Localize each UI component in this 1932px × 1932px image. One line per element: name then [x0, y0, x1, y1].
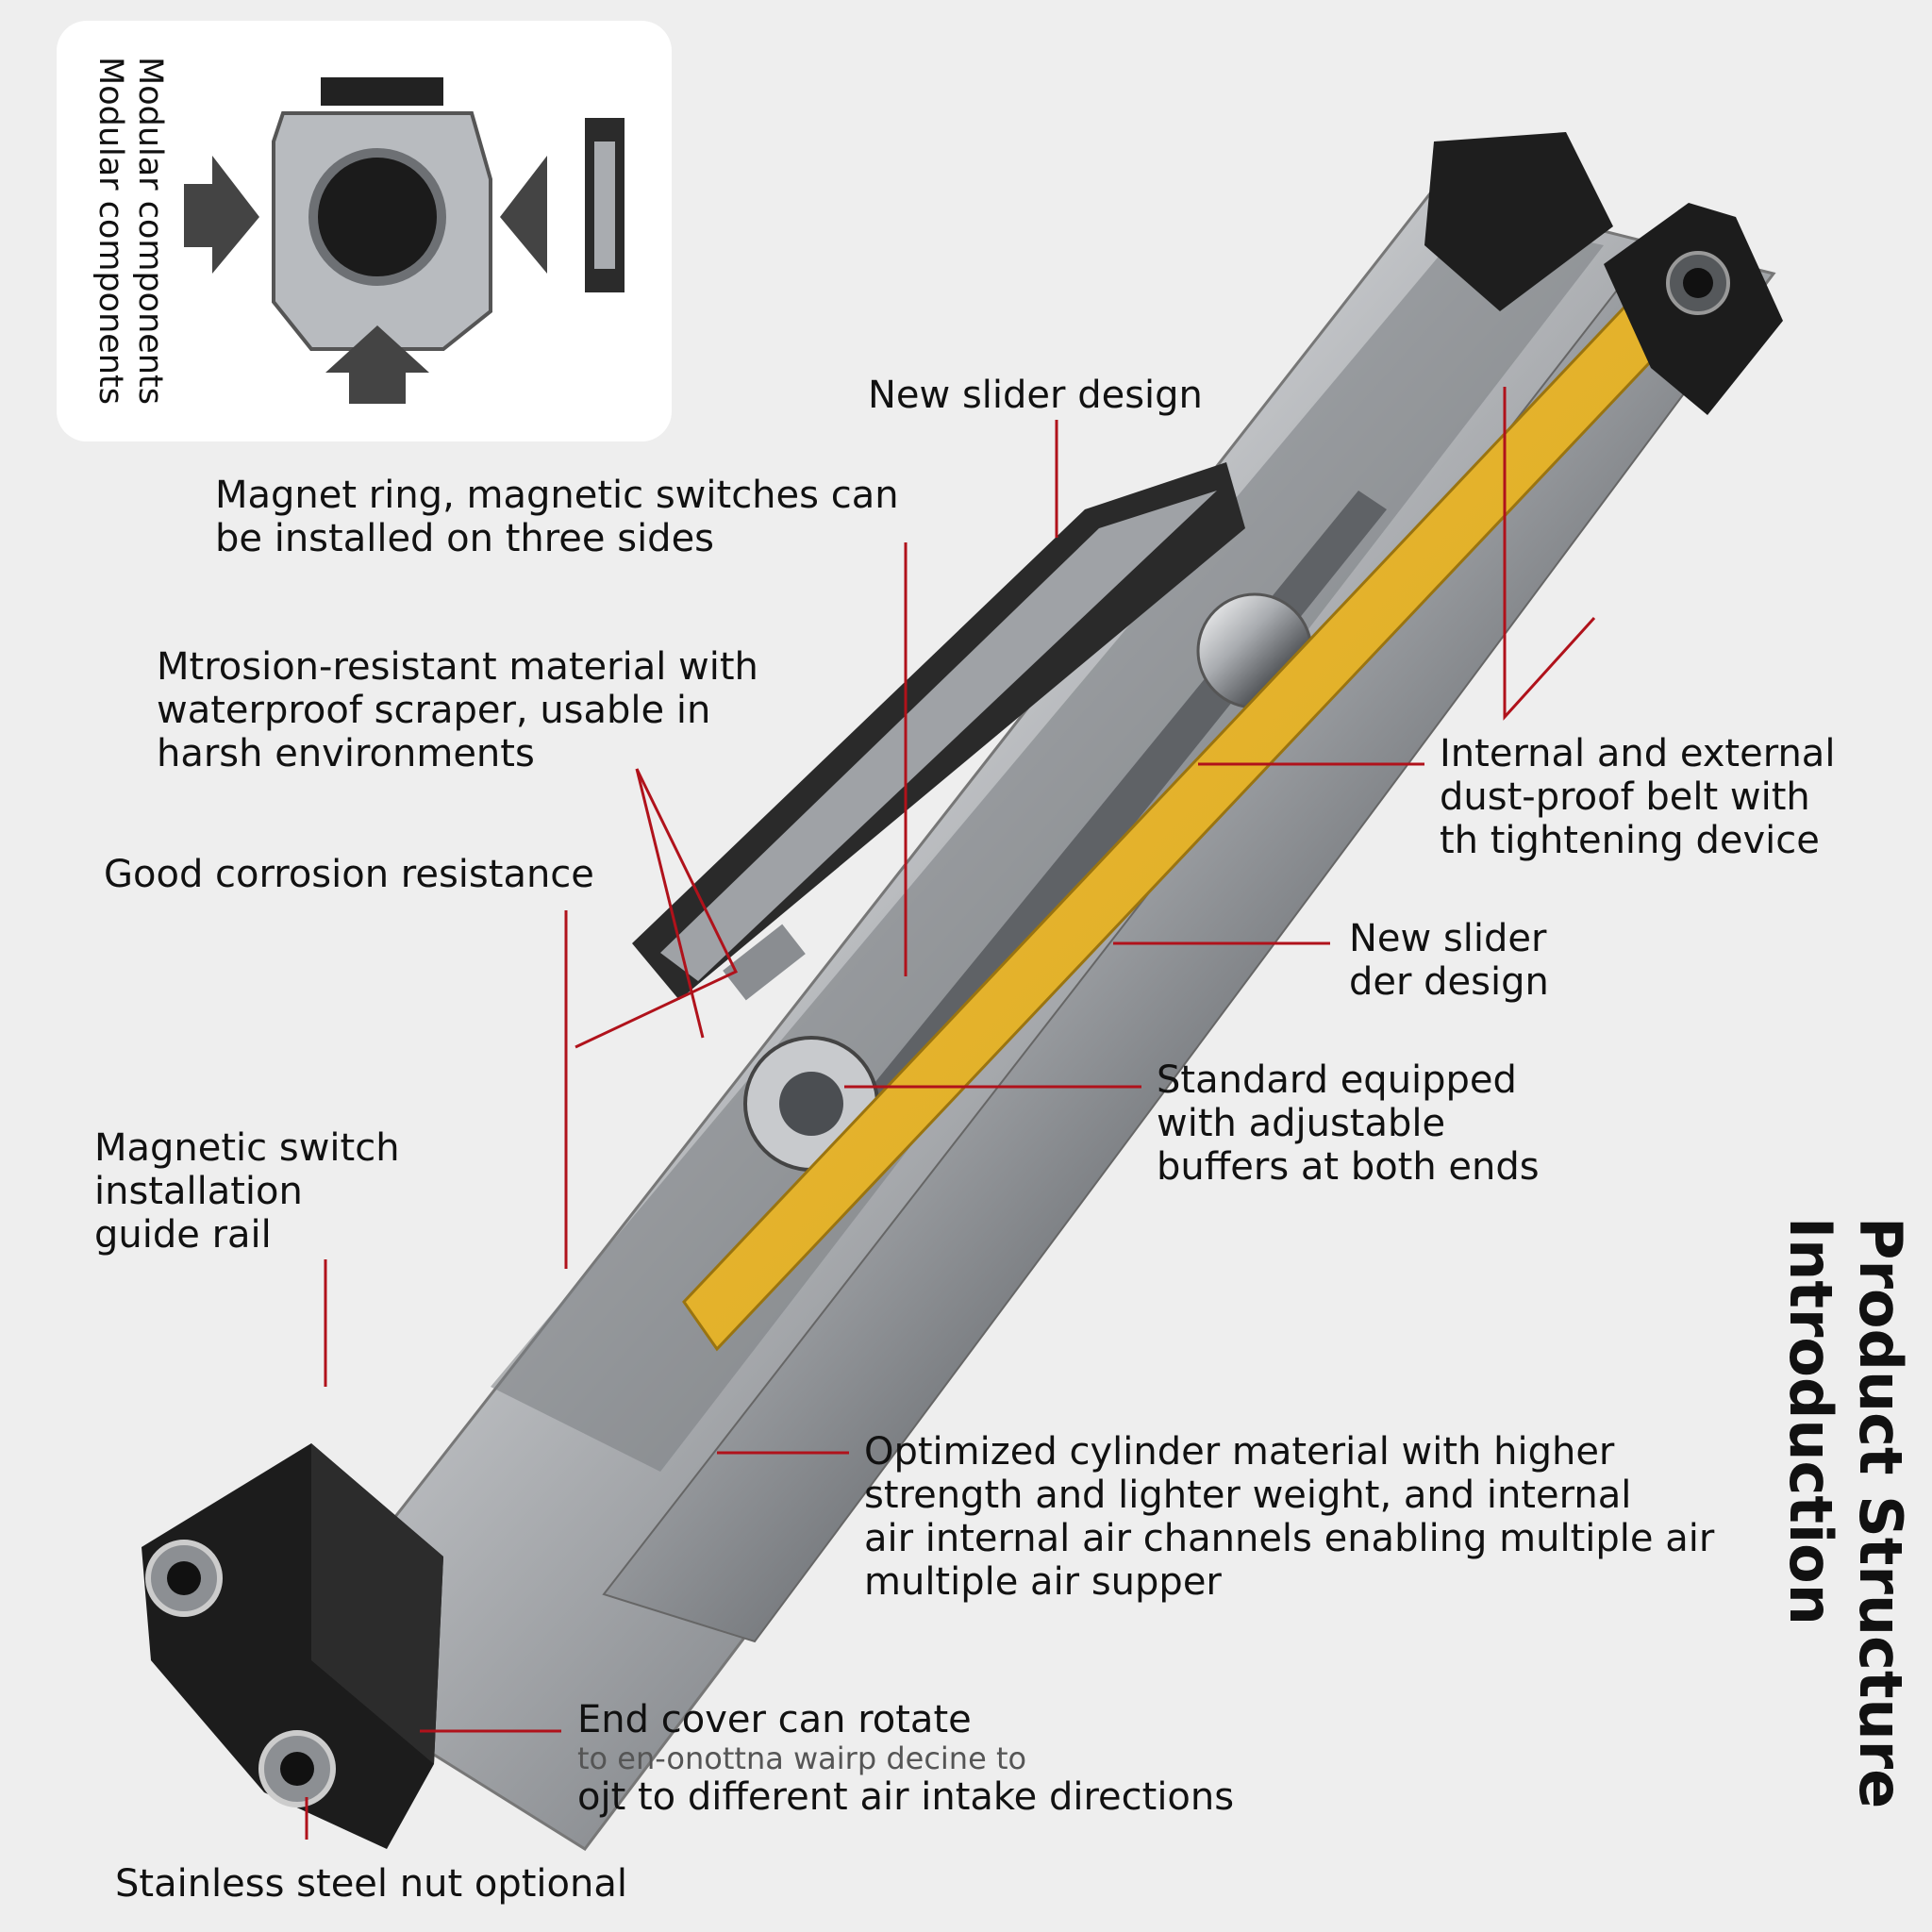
bottom-end-cap [142, 1443, 443, 1849]
top-end-cap [1424, 132, 1783, 415]
arrow-up-icon [325, 325, 429, 404]
modular-components-label: Modular components Modular components [75, 57, 170, 415]
arrow-right-icon [184, 156, 259, 274]
label-new-slider-der: New slider der design [1349, 917, 1549, 1004]
label-stainless-nut: Stainless steel nut optional [115, 1862, 627, 1906]
label-new-slider-design: New slider design [868, 374, 1203, 417]
arrow-left-icon [500, 156, 547, 274]
slider-carriage [632, 462, 1245, 1001]
label-optimized-cylinder: Optimized cylinder material with higher … [864, 1430, 1715, 1604]
label-adjustable-buffers: Standard equipped with adjustable buffer… [1157, 1058, 1540, 1189]
modular-components-icons [184, 77, 625, 404]
inset-line: Modular components [131, 57, 169, 405]
leader-lines [305, 387, 1596, 1840]
label-mtrosion-resistant: Mtrosion-resistant material with waterpr… [157, 645, 758, 775]
label-good-corrosion: Good corrosion resistance [104, 853, 594, 896]
inset-line: Modular components [92, 57, 129, 405]
label-magnet-ring: Magnet ring, magnetic switches can be in… [215, 474, 899, 560]
label-dust-proof-belt: Internal and external dust-proof belt wi… [1440, 732, 1836, 862]
page-title: Product Structure Introduction [1776, 1217, 1915, 1809]
label-end-cover: End cover can rotate to en-onottna wairp… [577, 1698, 1235, 1819]
label-magnetic-switch-rail: Magnetic switch installation guide rail [94, 1126, 400, 1257]
